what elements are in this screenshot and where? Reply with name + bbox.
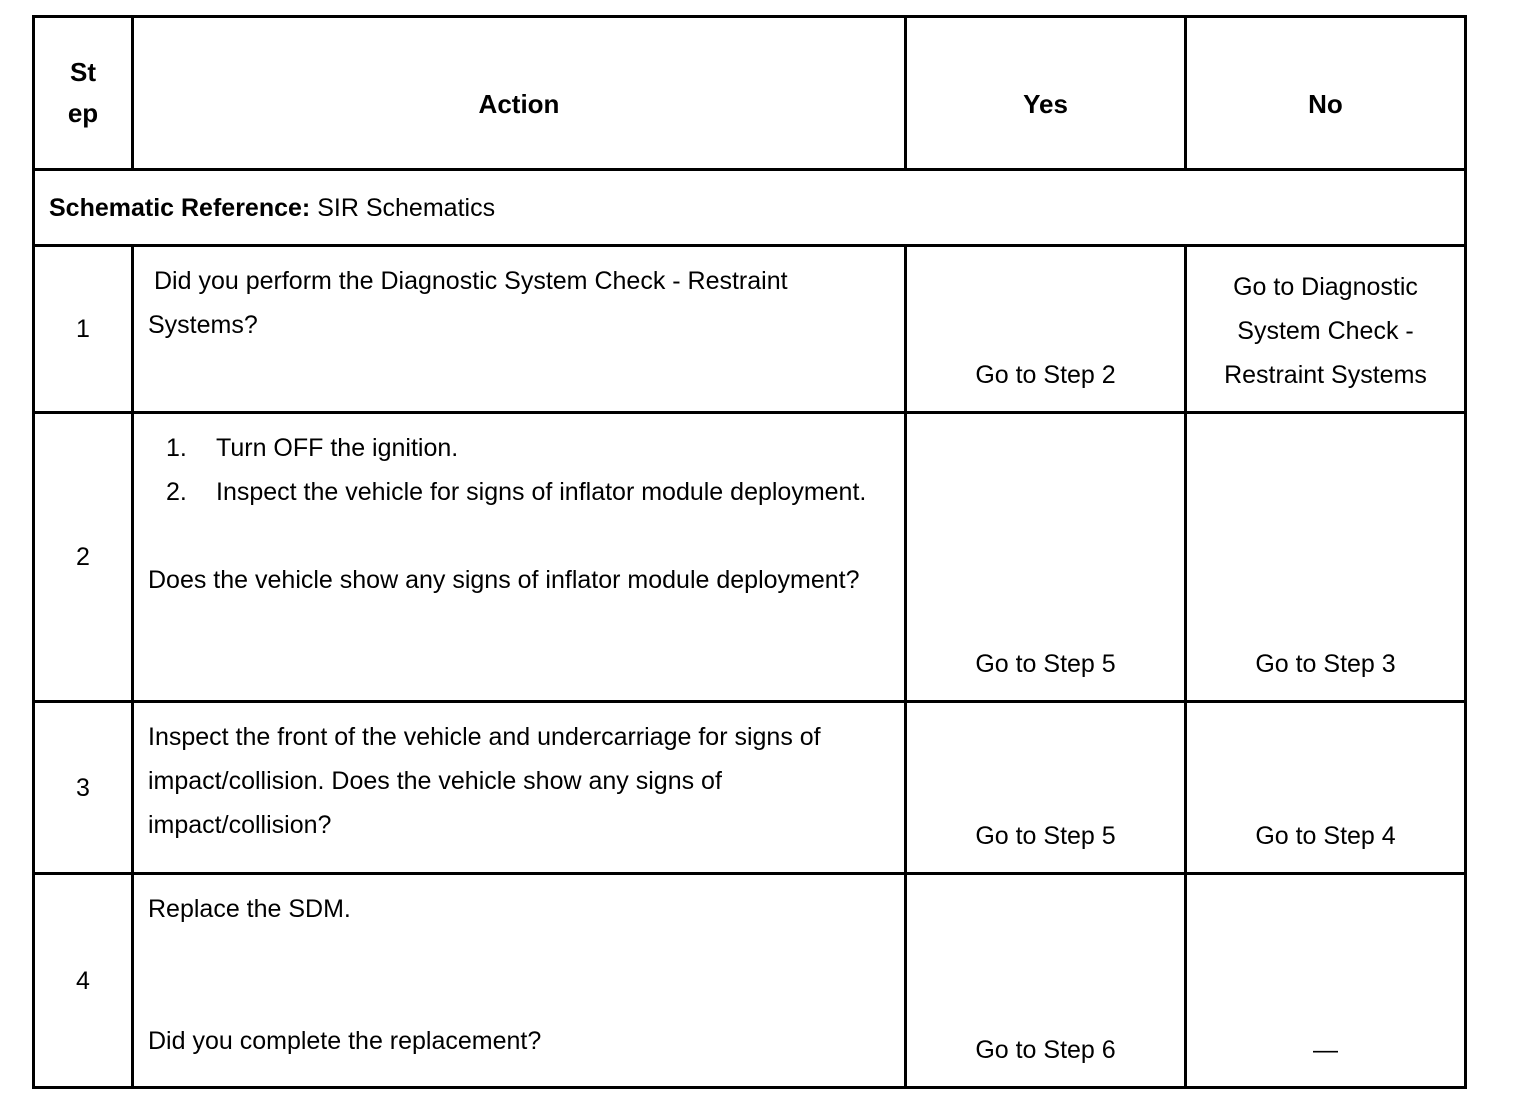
step-yes-value: Go to Step 2 — [975, 361, 1116, 389]
step-no-value: Go to Step 4 — [1255, 822, 1396, 850]
step-yes-cell: Go to Step 2 — [904, 244, 1187, 414]
step-no-value: Go to Step 3 — [1255, 650, 1396, 678]
step-no-line: Restraint Systems — [1224, 361, 1427, 389]
list-item: 2. Inspect the vehicle for signs of infl… — [148, 470, 890, 514]
step-number-cell: 2 — [32, 411, 134, 703]
schematic-reference-row: Schematic Reference: SIR Schematics — [32, 168, 1467, 247]
table-row: 3 Inspect the front of the vehicle and u… — [32, 700, 1467, 875]
header-yes-label: Yes — [1023, 89, 1068, 119]
step-number: 1 — [76, 315, 90, 343]
step-action-text: Did you perform the Diagnostic System Ch… — [148, 267, 788, 339]
step-yes-cell: Go to Step 5 — [904, 411, 1187, 703]
header-cell-step: St ep — [32, 15, 134, 171]
step-yes-value: Go to Step 5 — [975, 650, 1116, 678]
paragraph-spacer — [148, 975, 890, 1019]
schematic-reference-label: Schematic Reference: — [49, 193, 311, 222]
step-number: 4 — [76, 966, 90, 995]
step-number-cell: 4 — [32, 872, 134, 1089]
step-no-line: System Check - — [1237, 317, 1414, 345]
header-cell-action: Action — [131, 15, 907, 171]
step-no-cell: — — [1184, 872, 1467, 1089]
step-action-cell: 1. Turn OFF the ignition. 2. Inspect the… — [131, 411, 907, 703]
step-no-value: Go to Diagnostic System Check - Restrain… — [1187, 247, 1464, 411]
step-action-cell: Replace the SDM. Did you complete the re… — [131, 872, 907, 1089]
list-item-number: 2. — [166, 478, 187, 506]
step-no-value: — — [1313, 1036, 1338, 1064]
step-action-cell: Did you perform the Diagnostic System Ch… — [131, 244, 907, 414]
table-header-row: St ep Action Yes No — [32, 15, 1467, 171]
step-action-cell: Inspect the front of the vehicle and und… — [131, 700, 907, 875]
table-row: 1 Did you perform the Diagnostic System … — [32, 244, 1467, 414]
step-number: 3 — [76, 773, 90, 802]
list-item-number: 1. — [166, 434, 187, 462]
step-question-text: Does the vehicle show any signs of infla… — [148, 566, 860, 594]
schematic-reference-cell: Schematic Reference: SIR Schematics — [32, 168, 1467, 247]
header-no-label: No — [1308, 89, 1343, 119]
table-row: 4 Replace the SDM. Did you complete the … — [32, 872, 1467, 1089]
step-yes-cell: Go to Step 5 — [904, 700, 1187, 875]
step-instruction-list: 1. Turn OFF the ignition. 2. Inspect the… — [148, 426, 890, 514]
step-yes-cell: Go to Step 6 — [904, 872, 1187, 1089]
table-row: 2 1. Turn OFF the ignition. 2. Inspect t… — [32, 411, 1467, 703]
step-yes-value: Go to Step 5 — [975, 822, 1116, 850]
step-action-text: Replace the SDM. — [148, 895, 351, 923]
header-action-label: Action — [478, 89, 560, 119]
list-item-text: Turn OFF the ignition. — [216, 434, 459, 462]
list-item-text: Inspect the vehicle for signs of inflato… — [216, 478, 867, 506]
step-no-line: Go to Diagnostic — [1233, 273, 1418, 301]
list-item: 1. Turn OFF the ignition. — [148, 426, 890, 470]
step-no-cell: Go to Diagnostic System Check - Restrain… — [1184, 244, 1467, 414]
paragraph-spacer — [148, 931, 890, 975]
step-yes-value: Go to Step 6 — [975, 1036, 1116, 1064]
header-step-label-line1: St — [70, 57, 96, 87]
header-cell-no: No — [1184, 15, 1467, 171]
step-no-cell: Go to Step 4 — [1184, 700, 1467, 875]
step-action-text: Inspect the front of the vehicle and und… — [148, 723, 821, 839]
step-number-cell: 3 — [32, 700, 134, 875]
header-cell-yes: Yes — [904, 15, 1187, 171]
step-no-cell: Go to Step 3 — [1184, 411, 1467, 703]
step-number-cell: 1 — [32, 244, 134, 414]
paragraph-spacer — [148, 514, 890, 558]
schematic-reference-value: SIR Schematics — [317, 193, 496, 222]
header-step-label-line2: ep — [67, 98, 99, 128]
step-number: 2 — [76, 543, 90, 571]
step-question-text: Did you complete the replacement? — [148, 1027, 542, 1055]
diagnostic-procedure-table: St ep Action Yes No Schematic Reference:… — [32, 15, 1467, 1089]
